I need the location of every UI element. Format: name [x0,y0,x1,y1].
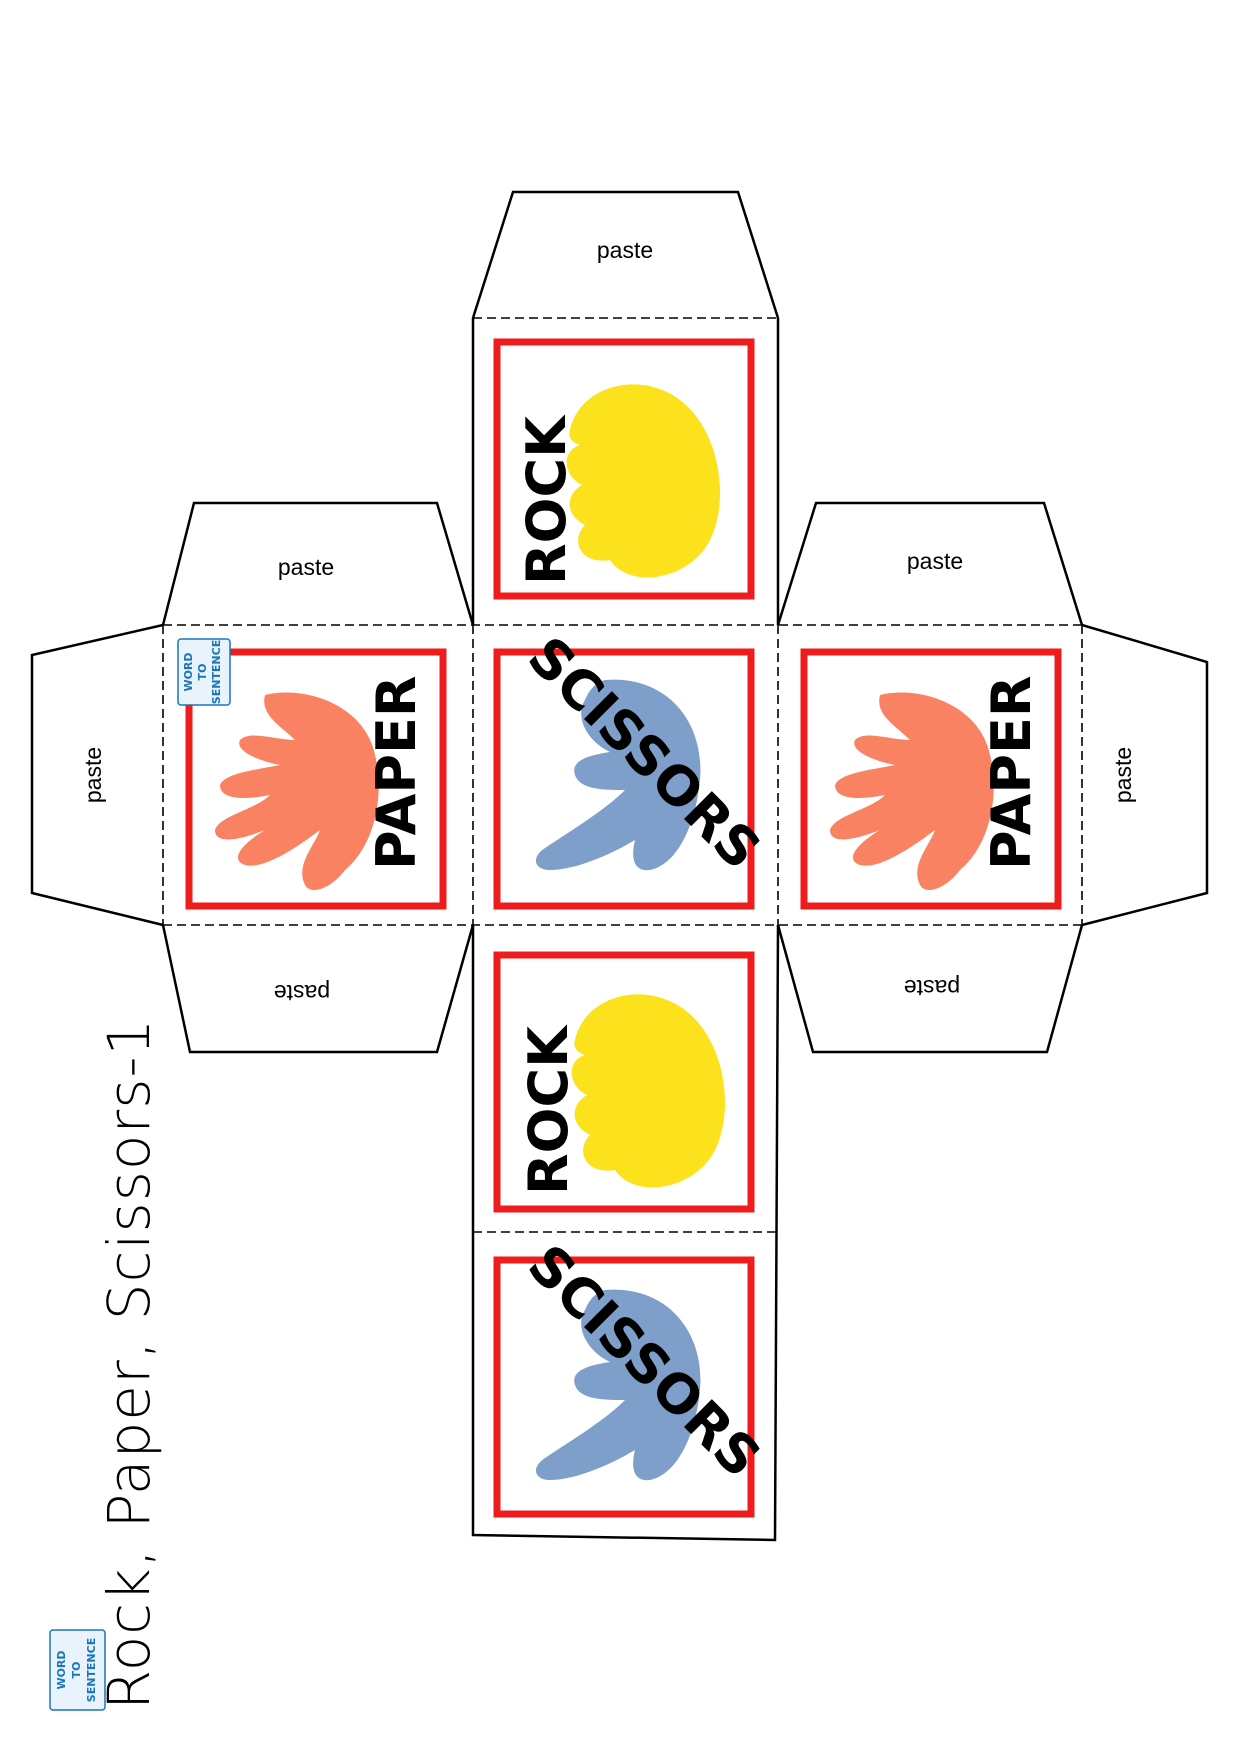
tab-label: paste [904,975,960,1001]
tab-right-top [776,501,1084,626]
tab-left-side [30,623,164,927]
word-to-sentence-logo: WORD TO SENTENCE [49,1629,106,1711]
word-to-sentence-logo: WORD TO SENTENCE [177,638,231,706]
tab-right-side [1081,623,1209,927]
face-right: PAPER [800,648,1062,910]
tab-left-top [161,501,475,626]
face-label: ROCK [517,1024,580,1195]
page-title: Rock, Paper, Scissors-1 [95,1017,163,1710]
face-label: ROCK [515,414,578,585]
face-left: PAPER [185,648,447,910]
face-bottom: SCISSORS [493,1233,773,1518]
face-center: SCISSORS [493,625,773,910]
tab-label: paste [907,548,963,574]
tab-right-bottom [776,924,1084,1054]
face-label: PAPER [980,676,1043,870]
logo-line: SENTENCE [85,1638,98,1702]
tab-left-bottom [161,924,475,1054]
tab-top [471,190,780,319]
face-label: PAPER [365,676,428,870]
logo-line: SENTENCE [210,640,223,704]
tab-label: paste [1110,747,1136,803]
tab-label: paste [274,980,330,1006]
logo-line: TO [196,664,209,681]
face-top: ROCK [493,338,755,600]
tab-label: paste [597,237,653,263]
logo-line: WORD [55,1650,68,1689]
logo-line: WORD [182,652,195,691]
logo-line: TO [70,1662,83,1679]
tab-label: paste [80,747,106,803]
tab-label: paste [278,554,334,580]
face-lower: ROCK [493,951,755,1213]
